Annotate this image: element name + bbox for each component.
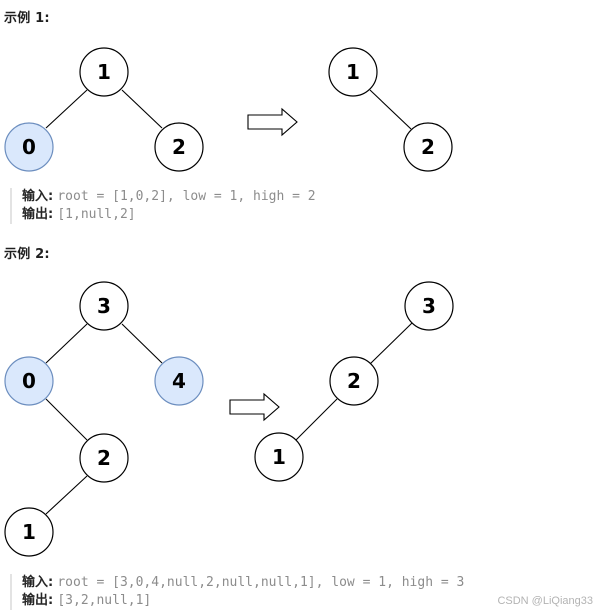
tree-node: 2 [403, 122, 453, 172]
edge-3-2 [369, 322, 413, 365]
tree-node: 3 [79, 281, 129, 331]
tree-node: 2 [154, 122, 204, 172]
watermark: CSDN @LiQiang33 [497, 595, 593, 607]
output-value: [3,2,null,1] [57, 593, 152, 608]
tree-node: 2 [329, 356, 379, 406]
svg-text:0: 0 [22, 369, 36, 393]
tree-node-removed: 4 [154, 356, 204, 406]
svg-text:1: 1 [272, 445, 286, 469]
example-1-code-block: 输入: root = [1,0,2], low = 1, high = 2 输出… [10, 188, 316, 224]
edge-2-1 [295, 398, 338, 441]
example-1-diagram: 1 0 2 1 2 [4, 47, 453, 172]
tree-node: 1 [254, 432, 304, 482]
svg-text:1: 1 [22, 520, 36, 544]
output-label: 输出: [22, 593, 54, 608]
tree-node: 2 [79, 433, 129, 483]
tree-node: 1 [328, 47, 378, 97]
svg-text:2: 2 [347, 369, 361, 393]
edge-3-4 [121, 323, 163, 364]
example-1-heading: 示例 1: [4, 11, 50, 26]
tree-node: 1 [79, 47, 129, 97]
svg-text:2: 2 [97, 446, 111, 470]
edge-3-0 [45, 323, 88, 364]
edge-2-1 [45, 475, 88, 515]
edge-1-2 [369, 89, 412, 130]
svg-text:2: 2 [421, 135, 435, 159]
svg-text:2: 2 [172, 135, 186, 159]
output-line: 输出: [1,null,2] [22, 206, 316, 224]
svg-text:0: 0 [22, 135, 36, 159]
input-label: 输入: [22, 575, 54, 590]
input-value: root = [3,0,4,null,2,null,null,1], low =… [57, 575, 465, 590]
example-2-heading: 示例 2: [4, 247, 50, 262]
svg-text:1: 1 [97, 60, 111, 84]
input-line: 输入: root = [3,0,4,null,2,null,null,1], l… [22, 574, 464, 592]
edge-1-0 [45, 89, 88, 129]
tree-node: 1 [4, 507, 54, 557]
output-value: [1,null,2] [57, 207, 136, 222]
svg-text:3: 3 [422, 294, 436, 318]
edge-1-2 [121, 89, 163, 129]
edge-0-2 [45, 398, 88, 441]
svg-text:4: 4 [172, 369, 186, 393]
tree-node-removed: 0 [4, 122, 54, 172]
input-line: 输入: root = [1,0,2], low = 1, high = 2 [22, 188, 316, 206]
input-label: 输入: [22, 189, 54, 204]
example-2-code-block: 输入: root = [3,0,4,null,2,null,null,1], l… [10, 574, 464, 610]
output-label: 输出: [22, 207, 54, 222]
right-arrow-icon [229, 392, 280, 422]
output-line: 输出: [3,2,null,1] [22, 592, 464, 610]
tree-node: 3 [404, 281, 454, 331]
svg-text:1: 1 [346, 60, 360, 84]
right-arrow-icon [247, 107, 298, 137]
input-value: root = [1,0,2], low = 1, high = 2 [57, 189, 316, 204]
tree-node-removed: 0 [4, 356, 54, 406]
svg-text:3: 3 [97, 294, 111, 318]
